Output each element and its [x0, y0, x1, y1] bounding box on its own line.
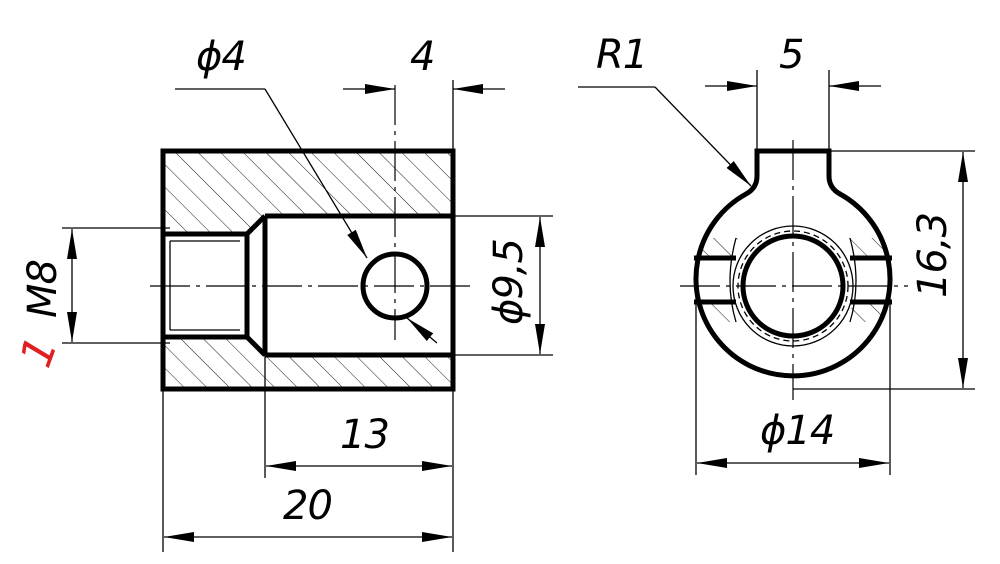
- fillet-radius-dimension: R1: [578, 32, 752, 187]
- hole-diameter-label: ϕ4: [196, 34, 246, 80]
- end-view: R1 5 16,3 ϕ14: [578, 32, 975, 475]
- hole-diameter-dimension: ϕ4: [175, 34, 438, 344]
- thread-dimension: M8: [20, 227, 170, 344]
- section-hatching: [163, 151, 453, 389]
- bore-depth-dimension: 13: [264, 355, 454, 552]
- height-label: 16,3: [910, 213, 956, 298]
- section-view: ϕ4 4 M8 1 ϕ9,5 13: [10, 34, 553, 552]
- revision-mark: 1: [10, 330, 68, 374]
- thread-label: M8: [20, 260, 66, 318]
- bore-diameter-dimension: ϕ9,5: [453, 215, 553, 356]
- slot-width-dimension: 5: [705, 32, 881, 151]
- fillet-radius-label: R1: [596, 32, 647, 78]
- bore-depth-label: 13: [340, 412, 389, 458]
- bore-diameter-label: ϕ9,5: [486, 239, 532, 325]
- hole-offset-label: 4: [410, 34, 434, 80]
- outer-diameter-dimension: ϕ14: [695, 286, 891, 475]
- outer-diameter-label: ϕ14: [760, 408, 834, 454]
- end-view-outline: [693, 148, 893, 379]
- height-dimension: 16,3: [793, 150, 975, 390]
- length-label: 20: [283, 483, 332, 529]
- hole-offset-dimension: 4: [343, 34, 505, 151]
- slot-width-label: 5: [779, 32, 803, 78]
- length-dimension: 20: [162, 389, 452, 552]
